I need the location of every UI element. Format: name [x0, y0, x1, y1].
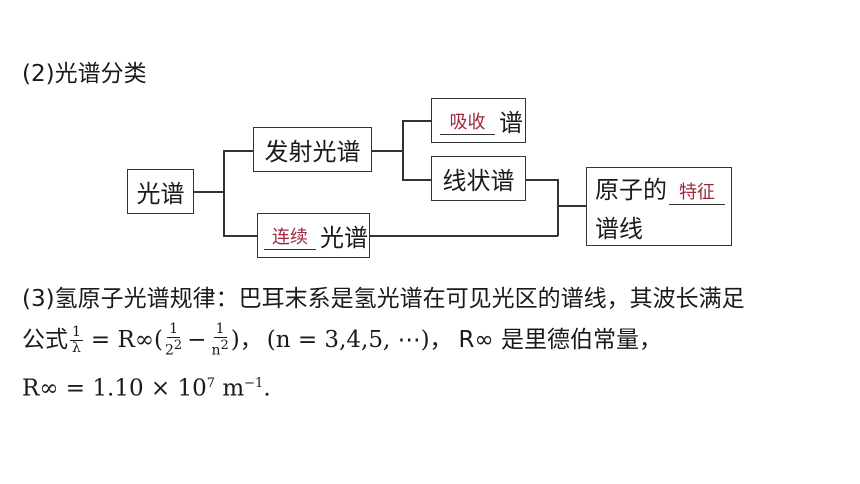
emission-spectrum-box: 发射光谱	[253, 127, 372, 172]
f2-den-exp: 2	[220, 338, 229, 353]
continuous-suffix: 光谱	[320, 224, 368, 252]
line-spectrum-label: 线状谱	[442, 167, 515, 195]
absorption-blank: 吸收	[440, 106, 495, 135]
spectrum-root-label: 光谱	[136, 180, 185, 208]
rydberg-value: R∞ = 1.10 × 10	[22, 375, 207, 402]
atom-prefix: 原子的	[595, 175, 667, 204]
spectrum-root-box: 光谱	[127, 169, 194, 214]
connector	[223, 150, 253, 152]
n-range: (n = 3,4,5, ⋯)，	[266, 327, 453, 354]
fraction-one-over-n-squared: 1 n2	[211, 322, 228, 359]
absorption-answer: 吸收	[449, 112, 486, 133]
continuous-spectrum-box: 连续 光谱	[257, 213, 370, 258]
atom-characteristic-box: 原子的 特征 谱线	[586, 167, 732, 246]
f2-numerator: 1	[213, 321, 227, 338]
connector	[370, 235, 558, 237]
rydberg-value-line: R∞ = 1.10 × 107 m−1.	[22, 370, 271, 403]
absorption-suffix: 谱	[499, 109, 523, 137]
atom-answer: 特征	[679, 181, 715, 203]
rydberg-unit: m	[215, 375, 245, 402]
atom-blank: 特征	[669, 176, 725, 205]
connector	[194, 191, 224, 193]
minus-sign: −	[187, 327, 207, 354]
lambda-numerator: 1	[70, 323, 83, 341]
continuous-blank: 连续	[264, 221, 316, 250]
rydberg-exponent: 7	[206, 376, 216, 391]
formula-prefix: 公式	[22, 327, 68, 354]
connector	[557, 179, 559, 236]
connector	[402, 120, 431, 122]
rydberg-unit-exponent: −1	[244, 376, 264, 391]
connector	[402, 179, 431, 181]
f1-den-base: 2	[164, 342, 174, 359]
close-paren: )，	[230, 327, 263, 354]
equals-rinf: = R∞(	[90, 327, 163, 354]
continuous-answer: 连续	[272, 227, 308, 248]
rydberg-period: .	[263, 375, 271, 402]
connector	[372, 150, 403, 152]
section-3-line1: (3)氢原子光谱规律：巴耳末系是氢光谱在可见光区的谱线，其波长满足	[22, 286, 745, 312]
connector	[402, 120, 404, 180]
absorption-spectrum-box: 吸收 谱	[431, 98, 526, 143]
section-2-heading: (2)光谱分类	[22, 61, 147, 87]
connector	[223, 235, 257, 237]
connector	[557, 205, 586, 207]
connector	[223, 150, 225, 236]
connector	[525, 179, 558, 181]
rydberg-constant-desc: R∞ 是里德伯常量，	[458, 327, 662, 354]
f2-den-base: n	[211, 342, 221, 359]
f1-den-exp: 2	[173, 338, 183, 353]
fraction-one-over-two-squared: 1 22	[165, 322, 182, 359]
rydberg-formula-line: 公式 1 λ = R∞( 1 22 − 1 n2 )， (n = 3,4,5, …	[22, 322, 662, 359]
atom-suffix: 谱线	[595, 214, 643, 243]
emission-spectrum-label: 发射光谱	[264, 138, 361, 166]
f1-numerator: 1	[167, 321, 181, 338]
lambda-denominator: λ	[72, 339, 81, 356]
lambda-fraction: 1 λ	[70, 323, 83, 356]
line-spectrum-box: 线状谱	[431, 156, 526, 201]
